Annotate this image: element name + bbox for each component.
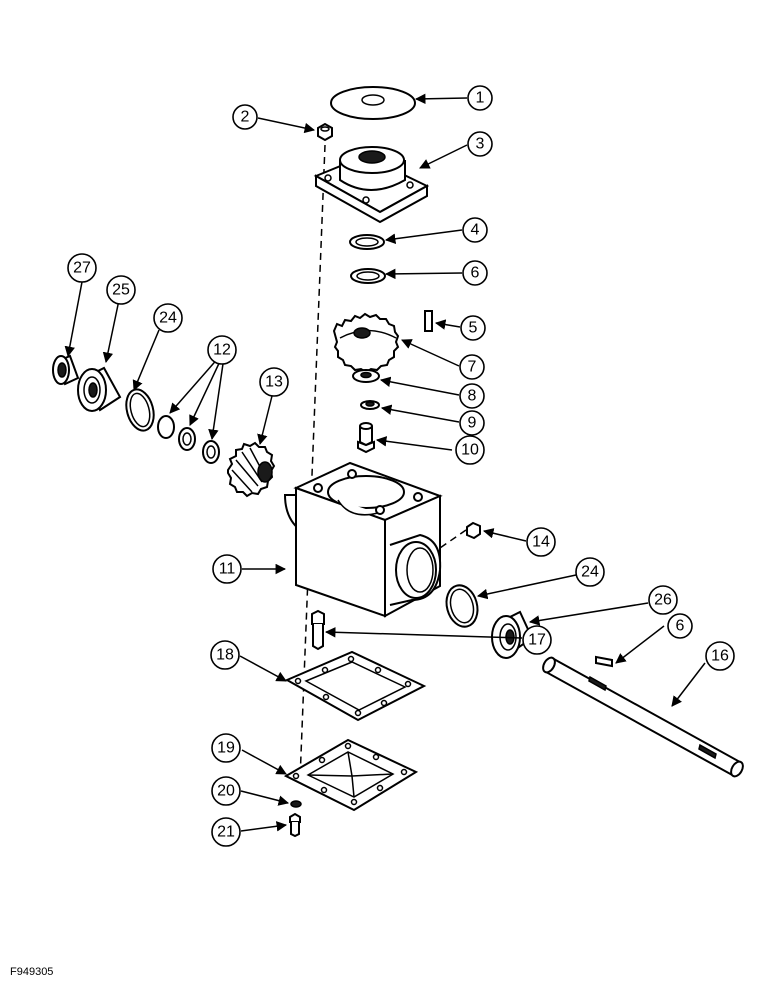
svg-text:27: 27 — [73, 260, 91, 277]
svg-text:1: 1 — [476, 90, 485, 107]
part-gasket — [284, 650, 427, 722]
part-nut — [317, 122, 333, 142]
callout-17: 17 — [522, 625, 552, 655]
part-shaft — [542, 656, 744, 778]
svg-text:6: 6 — [471, 265, 480, 282]
callout-4: 4 — [462, 217, 488, 243]
part-sprocket — [332, 312, 400, 374]
callout-20: 20 — [211, 776, 241, 806]
part-key-5 — [424, 310, 433, 332]
callout-21: 21 — [211, 817, 241, 847]
svg-text:10: 10 — [461, 442, 479, 459]
svg-text:7: 7 — [468, 359, 477, 376]
svg-text:21: 21 — [217, 824, 235, 841]
svg-text:2: 2 — [241, 109, 250, 126]
callout-7: 7 — [459, 354, 485, 380]
part-bearing-25 — [77, 366, 122, 412]
callout-6-lower: 6 — [667, 613, 693, 639]
callout-11: 11 — [212, 554, 242, 584]
svg-text:19: 19 — [217, 740, 235, 757]
svg-text:24: 24 — [581, 564, 599, 581]
part-shim-a — [157, 415, 175, 439]
callout-25: 25 — [106, 275, 136, 305]
callout-2: 2 — [232, 104, 258, 130]
part-washer-20 — [290, 800, 302, 808]
part-bevel-gear — [227, 441, 276, 498]
callout-24-left: 24 — [153, 303, 183, 333]
svg-text:25: 25 — [112, 282, 130, 299]
svg-text:9: 9 — [468, 415, 477, 432]
svg-text:8: 8 — [468, 388, 477, 405]
callout-13: 13 — [259, 367, 289, 397]
svg-text:13: 13 — [265, 374, 283, 391]
callout-18: 18 — [210, 640, 240, 670]
part-plug-14 — [466, 521, 481, 540]
part-collar-27 — [52, 354, 80, 386]
part-gearbox-housing — [283, 461, 443, 618]
leader-lines — [64, 93, 706, 832]
callout-12: 12 — [207, 335, 237, 365]
callout-5: 5 — [460, 315, 486, 341]
svg-text:3: 3 — [476, 136, 485, 153]
bolt-centerline — [439, 529, 467, 549]
svg-text:4: 4 — [471, 222, 480, 239]
part-cap — [330, 86, 416, 120]
callout-19: 19 — [211, 733, 241, 763]
part-bolt-10 — [357, 422, 375, 454]
callout-3: 3 — [467, 131, 493, 157]
part-lock-washer-9 — [360, 400, 380, 410]
part-bolt-17 — [311, 609, 325, 651]
callout-8: 8 — [459, 383, 485, 409]
callout-26: 26 — [648, 585, 678, 615]
callout-24-right: 24 — [575, 557, 605, 587]
svg-text:12: 12 — [213, 342, 231, 359]
part-cover-plate — [283, 738, 419, 812]
part-bearing-flange — [313, 146, 430, 224]
callout-9: 9 — [459, 410, 485, 436]
callout-6-upper: 6 — [462, 260, 488, 286]
svg-text:20: 20 — [217, 783, 235, 800]
svg-text:17: 17 — [528, 632, 546, 649]
svg-text:16: 16 — [711, 648, 729, 665]
callout-14: 14 — [526, 527, 556, 557]
callout-16: 16 — [705, 641, 735, 671]
svg-text:24: 24 — [159, 310, 177, 327]
callout-27: 27 — [67, 253, 97, 283]
callout-10: 10 — [455, 435, 485, 465]
part-key-6 — [595, 655, 613, 668]
svg-text:14: 14 — [532, 534, 550, 551]
svg-text:11: 11 — [219, 561, 236, 578]
figure-id: F949305 — [10, 966, 53, 978]
svg-text:5: 5 — [469, 320, 478, 337]
svg-text:18: 18 — [216, 647, 234, 664]
part-screw-21 — [289, 812, 301, 838]
svg-text:6: 6 — [676, 618, 685, 635]
callout-1: 1 — [467, 85, 493, 111]
svg-text:26: 26 — [654, 592, 672, 609]
part-washer-8 — [352, 369, 380, 383]
